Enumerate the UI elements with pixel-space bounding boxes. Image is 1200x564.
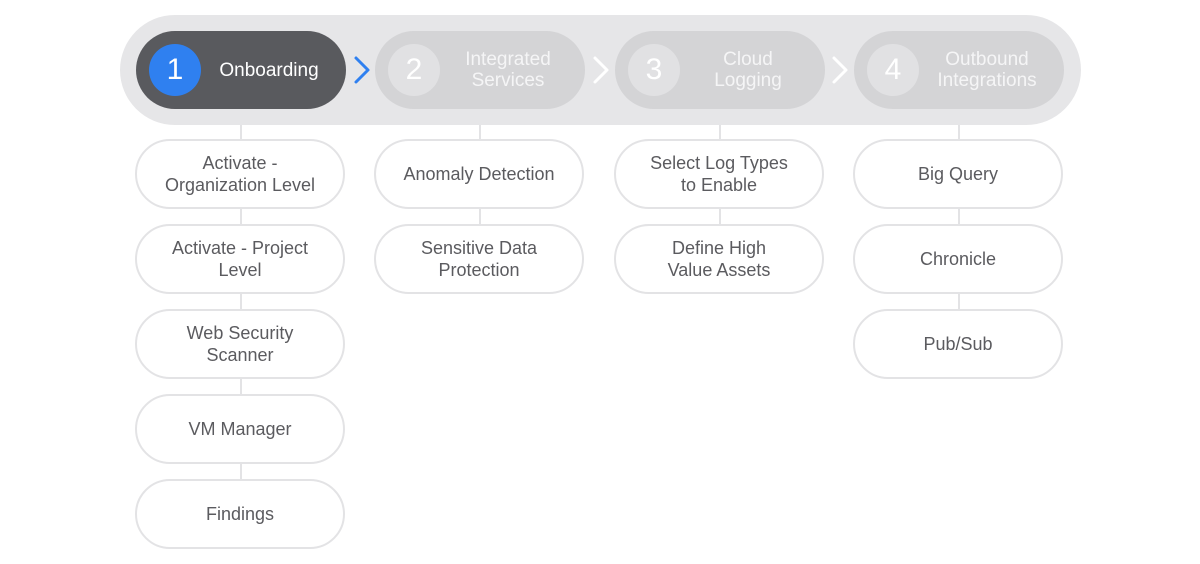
node-activate-organization-level[interactable]: Activate - Organization Level — [135, 139, 345, 209]
step-integrated-services[interactable]: 2 Integrated Services — [375, 31, 585, 109]
node-findings[interactable]: Findings — [135, 479, 345, 549]
step-label: Integrated Services — [465, 49, 551, 91]
step-label: Outbound Integrations — [937, 49, 1037, 91]
step-label: Cloud Logging — [714, 49, 782, 91]
node-anomaly-detection[interactable]: Anomaly Detection — [374, 139, 584, 209]
chevron-right-icon — [832, 56, 848, 84]
node-pub-sub[interactable]: Pub/Sub — [853, 309, 1063, 379]
step-cloud-logging[interactable]: 3 Cloud Logging — [615, 31, 825, 109]
step-number: 3 — [628, 44, 680, 96]
step-number: 2 — [388, 44, 440, 96]
node-sensitive-data-protection[interactable]: Sensitive Data Protection — [374, 224, 584, 294]
node-define-high-value-assets[interactable]: Define High Value Assets — [614, 224, 824, 294]
chevron-right-icon — [593, 56, 609, 84]
node-web-security-scanner[interactable]: Web Security Scanner — [135, 309, 345, 379]
node-activate-project-level[interactable]: Activate - Project Level — [135, 224, 345, 294]
chevron-right-icon — [354, 56, 370, 84]
step-outbound-integrations[interactable]: 4 Outbound Integrations — [854, 31, 1064, 109]
step-onboarding[interactable]: 1 Onboarding — [136, 31, 346, 109]
node-select-log-types[interactable]: Select Log Types to Enable — [614, 139, 824, 209]
step-label: Onboarding — [219, 59, 319, 81]
step-number: 1 — [149, 44, 201, 96]
node-chronicle[interactable]: Chronicle — [853, 224, 1063, 294]
node-vm-manager[interactable]: VM Manager — [135, 394, 345, 464]
node-big-query[interactable]: Big Query — [853, 139, 1063, 209]
step-number: 4 — [867, 44, 919, 96]
